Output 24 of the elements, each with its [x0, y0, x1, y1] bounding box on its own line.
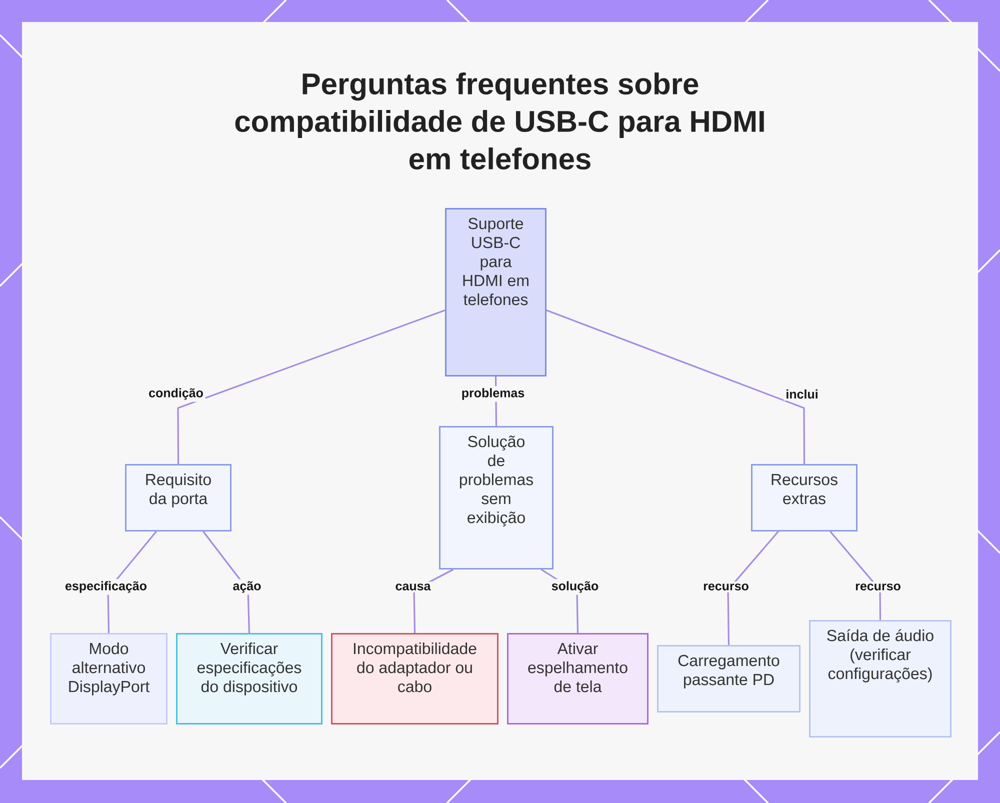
connector-line: [830, 530, 882, 620]
edge-label: recurso: [701, 582, 751, 592]
leaf-box: Verificar especificações do dispositivo: [176, 633, 322, 724]
leaf-box: Ativar espelhamento de tela: [507, 633, 648, 724]
title: Perguntas frequentes sobre compatibilidade de USB-C para HDMI em telefones: [235, 72, 764, 170]
edge-label: especificação: [63, 579, 149, 595]
leaf-box: Saída de áudio (verificar configurações): [809, 620, 952, 738]
leaf-box: Carregamento passante PD: [657, 645, 801, 712]
root-box: Suporte USB-C para HDMI em telefones: [445, 208, 546, 376]
category-box: Recursos extras: [751, 464, 858, 532]
edge-label: problemas: [459, 386, 527, 402]
connector-line: [177, 310, 446, 464]
edge-label: causa: [393, 582, 433, 592]
connector-line: [546, 310, 806, 464]
connector-line: [727, 530, 779, 646]
edge-label: ação: [230, 579, 264, 595]
edge-label: solução: [549, 579, 601, 595]
leaf-box: Modo alternativo DisplayPort: [50, 633, 168, 724]
edge-label: recurso: [853, 582, 903, 592]
edge-label: inclui: [784, 387, 820, 401]
category-box: Requisito da porta: [125, 464, 232, 532]
edge-label: condição: [146, 386, 206, 402]
leaf-box: Incompatibilidade do adaptador ou cabo: [331, 633, 498, 724]
category-box: Solução de problemas sem exibição: [439, 426, 554, 570]
